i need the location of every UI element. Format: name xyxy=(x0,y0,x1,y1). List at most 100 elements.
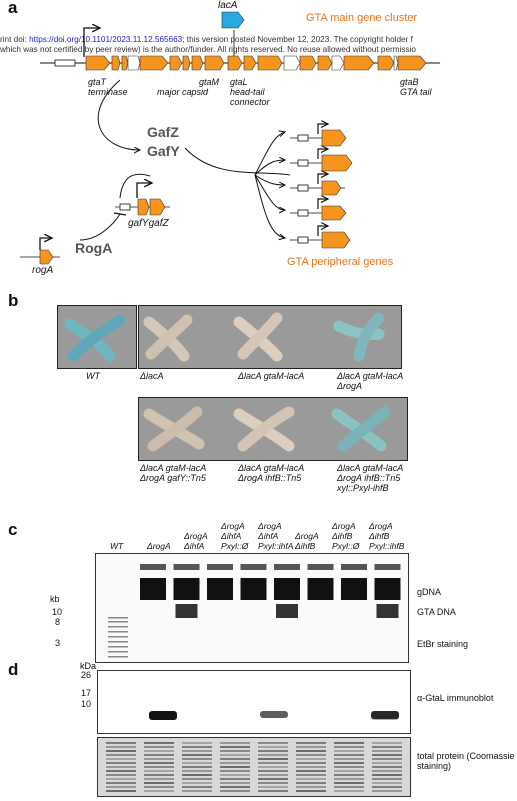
protein-band xyxy=(220,766,250,768)
protein-band xyxy=(106,786,136,788)
protein-band xyxy=(258,750,288,752)
protein-band xyxy=(144,782,174,784)
immunoblot xyxy=(97,670,411,734)
ladder-band xyxy=(108,656,128,658)
ladder-band xyxy=(108,631,128,633)
protein-band xyxy=(182,770,212,772)
protein-band xyxy=(182,774,212,776)
coomassie-lanes xyxy=(106,742,402,792)
lane-label: ΔrogA ΔihfB Pxyl::Ø xyxy=(332,521,360,551)
panel-a-diagram xyxy=(20,11,440,265)
roga-gene-label: rogA xyxy=(32,265,54,276)
caption-lacA-gtaM-rogA: ΔlacA gtaM-lacA ΔrogA xyxy=(337,371,403,391)
promoter-box xyxy=(54,59,76,67)
roga-repression-arrow xyxy=(79,213,121,241)
protein-band xyxy=(296,750,326,752)
gdna-band xyxy=(274,578,300,600)
gta-dna-band xyxy=(376,604,399,618)
kb-tick-10: 10 xyxy=(52,607,63,617)
protein-band xyxy=(144,758,174,760)
ladder-band xyxy=(108,641,128,643)
protein-band xyxy=(258,770,288,772)
protein-band xyxy=(296,778,326,780)
well xyxy=(140,564,166,570)
agarose-gel xyxy=(95,553,409,663)
colony-wt xyxy=(64,314,126,362)
caption-lacA-gtaM: ΔlacA gtaM-lacA xyxy=(238,371,305,381)
protein-band xyxy=(334,762,364,764)
lane-label: ΔrogA ΔihfA xyxy=(184,531,208,551)
protein-band xyxy=(334,758,364,760)
protein-band xyxy=(372,758,402,760)
protein-band xyxy=(106,754,136,756)
gene-cluster-arrows xyxy=(85,55,427,71)
protein-band xyxy=(258,766,288,768)
protein-band xyxy=(182,758,212,760)
protein-band xyxy=(258,742,288,744)
gdna-label: gDNA xyxy=(417,587,442,597)
protein-band xyxy=(296,762,326,764)
gdna-band xyxy=(307,578,334,600)
protein-band xyxy=(182,754,212,756)
panel-a-label: a xyxy=(8,0,18,17)
etbr-label: EtBr staining xyxy=(417,639,469,649)
gtal-band xyxy=(371,711,399,720)
caption-gafY-tn5: ΔlacA gtaM-lacA ΔrogA gafY::Tn5 xyxy=(140,463,206,483)
protein-band xyxy=(296,774,326,776)
gafyz-regulation-arrow xyxy=(97,79,140,150)
protein-band xyxy=(144,790,174,792)
protein-band xyxy=(106,762,136,764)
protein-band xyxy=(334,786,364,788)
coomassie-gel xyxy=(97,737,411,797)
protein-band xyxy=(296,770,326,772)
protein-band xyxy=(372,746,402,748)
lacA-label: lacA xyxy=(218,0,238,11)
ladder-band xyxy=(108,651,128,653)
kda-label: kDa xyxy=(80,661,97,671)
panel-b-label: b xyxy=(8,291,19,310)
protein-band xyxy=(106,774,136,776)
panel-c-label: c xyxy=(8,520,18,539)
well xyxy=(207,564,233,570)
doi-link[interactable]: https://doi.org/10.1101/2023.11.12.56566… xyxy=(29,35,183,44)
well xyxy=(274,564,300,570)
protein-band xyxy=(220,742,250,744)
gta-dna-band xyxy=(175,604,198,618)
well xyxy=(240,564,267,570)
preprint-watermark-line1: rint doi: https://doi.org/10.1101/2023.1… xyxy=(0,35,413,44)
gene-label-gtaB: gtaB GTA tail xyxy=(400,77,432,97)
ladder-band xyxy=(108,617,128,619)
ladder-band xyxy=(108,621,128,623)
ladder-band xyxy=(108,626,128,628)
protein-band xyxy=(106,750,136,752)
colony-lacA xyxy=(143,314,193,362)
protein-band xyxy=(144,786,174,788)
protein-band xyxy=(106,790,136,792)
protein-band xyxy=(334,774,364,776)
gene-label-gtaM: gtaM major capsid xyxy=(157,77,220,97)
immunoblot-label: α-GtaL immunoblot xyxy=(417,693,494,703)
protein-band xyxy=(334,754,364,756)
coomassie-label: total protein (Coomassie staining) xyxy=(417,751,515,771)
gafZ-label: GafZ xyxy=(147,124,179,140)
lane-label: ΔrogA ΔihfA Pxyl::Ø xyxy=(221,521,249,551)
preprint-watermark-line2: which was not certified by peer review) … xyxy=(0,45,416,54)
protein-band xyxy=(258,762,288,764)
protein-band xyxy=(372,762,402,764)
protein-band xyxy=(220,778,250,780)
protein-band xyxy=(372,786,402,788)
protein-band xyxy=(372,770,402,772)
protein-band xyxy=(258,782,288,784)
gene-label-gtaT: gtaT terminase xyxy=(88,77,128,97)
protein-band xyxy=(296,742,326,744)
gafYgafZ-operon-label: gafYgafZ xyxy=(128,218,169,229)
ladder-band xyxy=(108,646,128,648)
protein-band xyxy=(106,746,136,748)
protein-band xyxy=(258,786,288,788)
protein-band xyxy=(258,778,288,780)
peripheral-genes xyxy=(254,124,353,249)
kb-label: kb xyxy=(50,594,60,604)
protein-band xyxy=(106,778,136,780)
lacA-gene-arrow xyxy=(221,11,245,29)
gdna-band xyxy=(140,578,166,600)
